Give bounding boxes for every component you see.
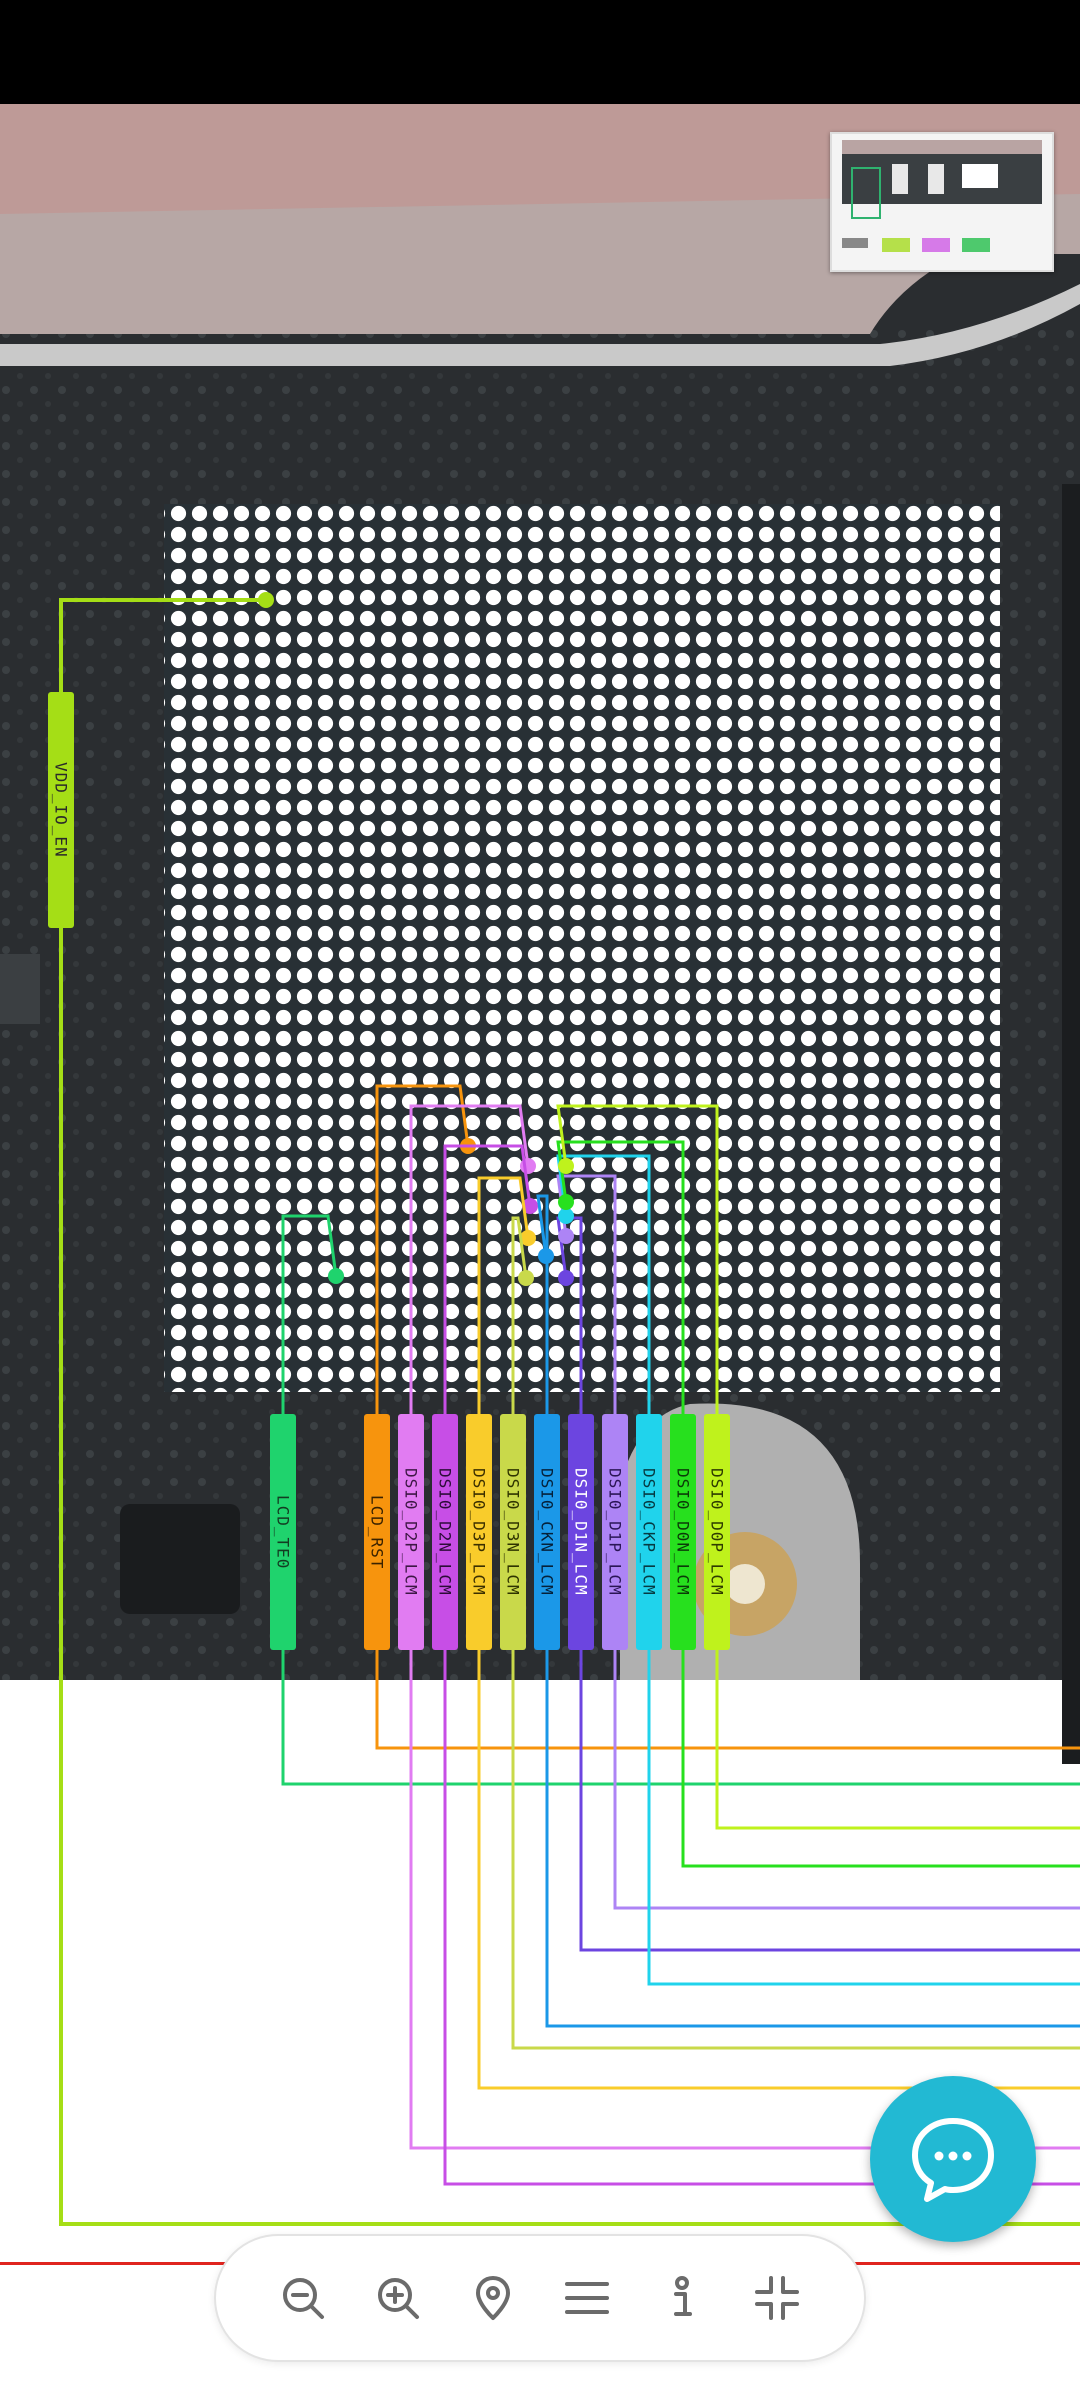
test-point [538, 1248, 554, 1264]
signal-label: DSI0_D1P_LCM [605, 1468, 625, 1596]
signal-label: DSI0_D1N_LCM [571, 1468, 591, 1596]
location-button[interactable] [457, 2262, 529, 2334]
screw-hole-center [725, 1564, 765, 1604]
test-point [328, 1268, 344, 1284]
test-point [558, 1208, 574, 1224]
signal-label: DSI0_D3N_LCM [503, 1468, 523, 1596]
test-point [518, 1270, 534, 1286]
test-point [558, 1270, 574, 1286]
cap-component [0, 954, 40, 1024]
info-icon [673, 2276, 692, 2316]
signal-pin-lcd-rst[interactable]: LCD_RST [364, 1414, 390, 1650]
status-bar [0, 0, 1080, 104]
signal-label: LCD_TE0 [273, 1494, 293, 1570]
hamburger-icon [565, 2282, 610, 2314]
signal-label: DSI0_CKP_LCM [639, 1468, 659, 1596]
signal-label: DSI0_D3P_LCM [469, 1468, 489, 1596]
signal-pin-lcd-te0[interactable]: LCD_TE0 [270, 1414, 296, 1650]
viewer-toolbar [214, 2234, 866, 2362]
trace-line [59, 598, 1080, 2226]
ic-component [120, 1504, 240, 1614]
exit-fullscreen-button[interactable] [741, 2262, 813, 2334]
signal-pin-vdd-io-en[interactable]: VDD_IO_EN [48, 692, 74, 928]
signal-pin-dsi0-d0p-lcm[interactable]: DSI0_D0P_LCM [704, 1414, 730, 1650]
trace-line [556, 1104, 1080, 1830]
signal-pin-dsi0-ckp-lcm[interactable]: DSI0_CKP_LCM [636, 1414, 662, 1650]
signal-label: LCD_RST [367, 1494, 387, 1570]
test-point [520, 1158, 536, 1174]
trace-lines [59, 592, 1080, 2226]
chat-button[interactable] [870, 2076, 1036, 2242]
info-button[interactable] [646, 2262, 718, 2334]
shield-edge [0, 284, 1080, 366]
signal-pin-dsi0-d1p-lcm[interactable]: DSI0_D1P_LCM [602, 1414, 628, 1650]
signal-label: VDD_IO_EN [51, 762, 71, 858]
test-point [558, 1158, 574, 1174]
signal-label: DSI0_D2N_LCM [435, 1468, 455, 1596]
signal-pin-dsi0-d1n-lcm[interactable]: DSI0_D1N_LCM [568, 1414, 594, 1650]
zoom-out-button[interactable] [267, 2262, 339, 2334]
test-point [258, 592, 274, 608]
test-point [520, 1230, 536, 1246]
chat-bubble-icon [912, 2118, 994, 2202]
signal-pin-dsi0-d0n-lcm[interactable]: DSI0_D0N_LCM [670, 1414, 696, 1650]
trace-line [556, 1174, 1080, 1910]
test-point [558, 1228, 574, 1244]
trace-line [556, 1154, 1080, 1986]
signal-label: DSI0_D2P_LCM [401, 1468, 421, 1596]
signal-pin-dsi0-d2p-lcm[interactable]: DSI0_D2P_LCM [398, 1414, 424, 1650]
right-component [1062, 484, 1080, 1764]
signal-pin-dsi0-d3n-lcm[interactable]: DSI0_D3N_LCM [500, 1414, 526, 1650]
test-point [522, 1198, 538, 1214]
trace-line [443, 1144, 1080, 2186]
test-point [558, 1194, 574, 1210]
trace-line [477, 1176, 1080, 2090]
zoom-out-icon [283, 2278, 325, 2319]
collapse-icon [754, 2276, 799, 2320]
signal-label: DSI0_CKN_LCM [537, 1468, 557, 1596]
top-shield-tint [0, 104, 1080, 214]
signal-pin-dsi0-ckn-lcm[interactable]: DSI0_CKN_LCM [534, 1414, 560, 1650]
board-diagram[interactable] [0, 104, 1080, 2400]
trace-line [536, 1194, 1080, 2028]
trace-line [511, 1216, 1080, 2050]
trace-line [409, 1104, 1080, 2150]
menu-button[interactable] [551, 2262, 623, 2334]
zoom-in-button[interactable] [362, 2262, 434, 2334]
signal-pin-dsi0-d2n-lcm[interactable]: DSI0_D2N_LCM [432, 1414, 458, 1650]
zoom-in-icon [377, 2278, 419, 2319]
trace-line [281, 1214, 1080, 1786]
signal-pin-dsi0-d3p-lcm[interactable]: DSI0_D3P_LCM [466, 1414, 492, 1650]
minimap[interactable] [830, 132, 1054, 272]
map-pin-icon [475, 2276, 510, 2320]
signal-label: DSI0_D0N_LCM [673, 1468, 693, 1596]
signal-label: DSI0_D0P_LCM [707, 1468, 727, 1596]
schematic-viewer[interactable]: VDD_IO_EN LCD_TE0 LCD_RST DSI0_D2P_LCM DSI0_… [0, 104, 1080, 2400]
